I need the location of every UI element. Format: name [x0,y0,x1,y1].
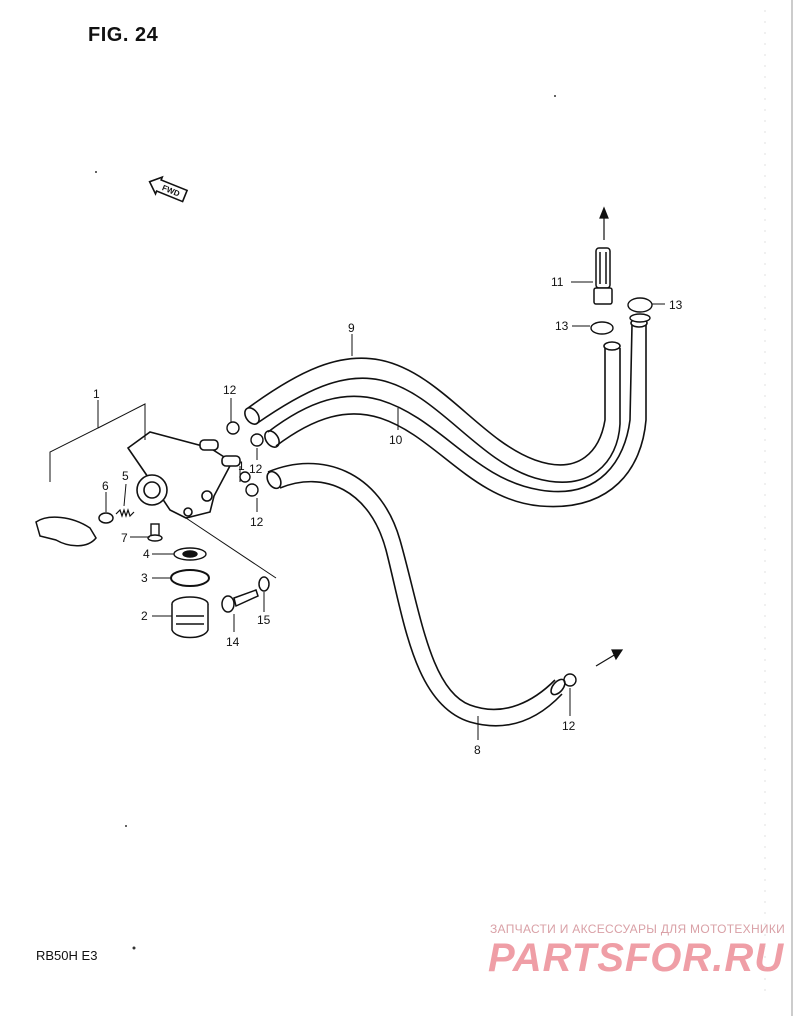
washer-15 [258,576,270,592]
watermark-subtitle: ЗАПЧАСТИ И АКСЕССУАРЫ ДЛЯ МОТОТЕХНИКИ [490,922,786,936]
hose-9 [244,341,621,483]
gasket-4 [173,547,207,561]
scan-dots [95,95,556,950]
callout-5: 5 [122,469,129,483]
spring-5 [115,508,135,518]
callout-11: 11 [551,275,564,289]
figure-title: FIG. 24 [88,24,159,46]
leader-lines [49,281,665,740]
callout-15: 15 [257,613,271,627]
hose-clip-12 [226,421,577,687]
callout-12: 12 [562,719,576,733]
callout-10: 10 [389,433,403,447]
arrow-up-icon [599,206,609,240]
clamp-13 [590,297,653,335]
callout-7: 7 [121,531,128,545]
fuel-strainer-11 [593,247,613,305]
callout-1: 1 [238,459,245,473]
arrow-icon [595,649,624,667]
fuel-cock-lever [35,516,97,547]
model-code: RB50H E3 [36,948,98,963]
bolt-14 [221,589,259,613]
callout-6: 6 [102,479,109,493]
callout-3: 3 [141,571,148,585]
callout-13: 13 [555,319,569,333]
hose-10 [264,318,648,508]
forward-arrow-icon: FWD [148,175,189,203]
callout-1: 1 [93,387,100,401]
callout-9: 9 [348,321,355,335]
fuel-cock-1 [126,431,241,519]
watermark-logo: PARTSFOR.RU [488,936,785,980]
callout-12: 12 [250,515,264,529]
o-ring-6 [98,512,114,524]
o-ring-3 [170,569,210,587]
callout-8: 8 [474,743,481,757]
callout-12: 12 [249,462,263,476]
callout-12: 12 [223,383,237,397]
callout-2: 2 [141,609,148,623]
callout-4: 4 [143,547,150,561]
filter-cup-2 [171,596,209,639]
hose-8 [266,462,566,727]
screw-7 [147,523,163,542]
callout-14: 14 [226,635,240,649]
callout-13: 13 [669,298,683,312]
